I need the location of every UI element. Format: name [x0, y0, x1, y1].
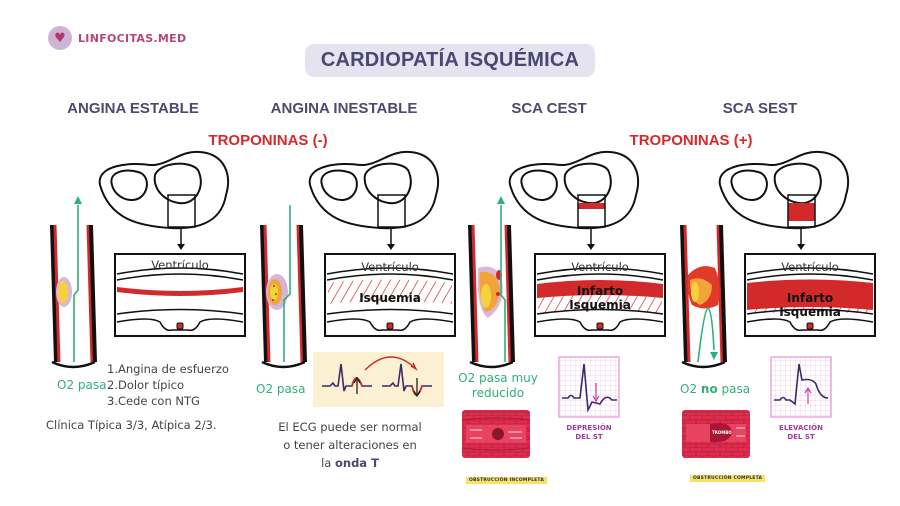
- clinical-note: Clínica Típica 3/3, Atípica 2/3.: [46, 418, 217, 432]
- ecg-note-prefix: la: [321, 456, 335, 470]
- column-title-sca-cest: SCA CEST: [511, 100, 587, 117]
- ecg-note-line: El ECG puede ser normal: [278, 420, 422, 434]
- o2-label-line: O2 pasa muy: [458, 371, 538, 385]
- ventricle-panel-3: [534, 253, 666, 337]
- vessel-incomplete-obstruction-illustration: [461, 410, 531, 458]
- o2-bold: no: [700, 382, 718, 396]
- thrombus-label: TROMBO: [712, 430, 732, 435]
- symptom-item: 3.Cede con NTG: [107, 394, 200, 408]
- artery-complete-obstruction: [680, 224, 727, 369]
- symptom-list: 1.Angina de esfuerzo 2.Dolor típico 3.Ce…: [107, 361, 229, 409]
- ventricle-label-4: Ventrículo: [781, 260, 839, 274]
- zone-label-infarto-3: Infarto: [576, 284, 624, 298]
- o2-suffix: pasa: [717, 382, 751, 396]
- artery-incomplete-obstruction: [468, 196, 515, 369]
- artery-stable-plaque: [50, 196, 97, 369]
- ventricle-panel-4: [744, 253, 876, 337]
- o2-label-1: O2 pasa: [57, 378, 107, 392]
- ecg-note-line: la onda T: [250, 454, 450, 472]
- ventricle-label-1: Ventrículo: [151, 258, 209, 272]
- o2-label-4: O2 no pasa: [680, 382, 750, 396]
- ecg-note: El ECG puede ser normal o tener alteraci…: [250, 418, 450, 472]
- heart-cross-section-2: [308, 150, 440, 250]
- column-title-angina-inestable: ANGINA INESTABLE: [270, 100, 418, 117]
- vessel-caption-complete: OBSTRUCCIÓN COMPLETA: [690, 464, 766, 483]
- symptom-item: 2.Dolor típico: [107, 378, 185, 392]
- zone-label-infarto-4: Infarto: [786, 291, 834, 305]
- caption-line: DEL ST: [787, 433, 815, 441]
- ecg-note-bold: onda T: [334, 456, 379, 470]
- caption-line: DEL ST: [575, 433, 603, 441]
- heart-icon: ♥: [48, 26, 72, 50]
- heart-cross-section-3: [508, 150, 640, 250]
- brand: ♥ LINFOCITAS.MED: [48, 26, 186, 50]
- ecg-caption-st-elevation: ELEVACIÓN DEL ST: [761, 424, 841, 442]
- vessel-complete-obstruction-illustration: [682, 410, 750, 458]
- heart-cross-section-4: [718, 150, 850, 250]
- ventricle-panel-1: [114, 253, 246, 337]
- caption-line: ELEVACIÓN: [779, 424, 823, 432]
- ecg-st-depression: [558, 356, 620, 418]
- zone-labels-3: Infarto Isquemia: [535, 284, 665, 312]
- brand-name: LINFOCITAS.MED: [78, 31, 187, 45]
- caption-line: DEPRESIÓN: [566, 424, 612, 432]
- o2-flow-line: [73, 205, 79, 362]
- title-box: CARDIOPATÍA ISQUÉMICA: [305, 44, 595, 77]
- caption-text: OBSTRUCCIÓN INCOMPLETA: [466, 477, 548, 484]
- caption-text: OBSTRUCCIÓN COMPLETA: [690, 475, 766, 482]
- ventricle-label-3: Ventrículo: [571, 260, 629, 274]
- ecg-t-wave-panel: [313, 352, 444, 407]
- column-title-angina-estable: ANGINA ESTABLE: [67, 100, 199, 117]
- arrow-down-icon: [413, 378, 421, 398]
- ecg-note-line: o tener alteraciones en: [283, 438, 417, 452]
- troponins-positive: TROPONINAS (+): [629, 132, 753, 149]
- zone-label-isquemia-3: Isquemia: [569, 298, 631, 312]
- heart-cross-section-1: [98, 150, 230, 250]
- o2-prefix: O2: [680, 382, 701, 396]
- zone-label-isquemia-2: Isquemia: [359, 291, 421, 305]
- arrow-up-icon: [353, 376, 361, 394]
- ventricle-label-2: Ventrículo: [361, 260, 419, 274]
- ecg-caption-st-depression: DEPRESIÓN DEL ST: [549, 424, 629, 442]
- o2-label-3: O2 pasa muy reducido: [448, 371, 548, 401]
- ecg-st-elevation: [770, 356, 832, 418]
- page-title: CARDIOPATÍA ISQUÉMICA: [320, 49, 580, 71]
- o2-label-line: reducido: [471, 386, 525, 400]
- artery-unstable-plaque: [260, 205, 307, 369]
- symptom-item: 1.Angina de esfuerzo: [107, 362, 229, 376]
- vessel-caption-incomplete: OBSTRUCCIÓN INCOMPLETA: [466, 466, 548, 485]
- ventricle-panel-2: [324, 253, 456, 337]
- zone-label-isquemia-4: Isquemia: [779, 305, 841, 319]
- o2-label-2: O2 pasa: [256, 382, 306, 396]
- zone-labels-4: Infarto Isquemia: [745, 291, 875, 319]
- troponins-negative: TROPONINAS (-): [208, 132, 328, 149]
- column-title-sca-sest: SCA SEST: [722, 100, 798, 117]
